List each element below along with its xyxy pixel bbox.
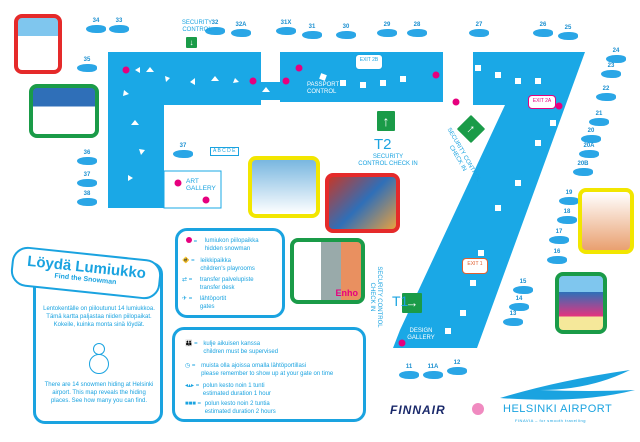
gate: 30 [333,24,359,39]
passport-control-label: PASSPORT CONTROL [307,82,340,95]
t1-label: T1 [392,293,409,309]
t2-security-label: SECURITY CONTROL CHECK IN [358,154,418,167]
drawing-signature: Enho [335,288,359,298]
gate: 12 [444,360,470,375]
gate: 26 [530,22,556,37]
gate: 33 [106,18,132,33]
right-arrow-icon: → [402,293,422,313]
gate: 37 [170,143,196,158]
abc-banner: A B C D E [210,147,239,156]
tagline: FINAVIA – for smooth travelling [515,418,587,423]
gate: 20A [576,143,602,158]
gate: 15 [510,279,536,294]
gate: 34 [83,18,109,33]
gate: 28 [404,22,430,37]
child-drawing-snowman [555,272,607,334]
intro-fi: Lentokentälle on piiloutunut 14 lumiukko… [43,306,155,328]
hidden-snowman-icon [186,237,192,243]
gate: 31X [273,20,299,35]
gate: 21 [586,111,612,126]
child-drawing-snowman [248,156,320,218]
up-arrow-icon: ↑ [377,111,395,131]
gate: 32A [228,22,254,37]
gate: 25 [555,25,581,40]
square-path-icon: ■■■ [185,401,196,407]
gate: 22 [593,86,619,101]
child-drawing-snowman [578,188,634,254]
gate: 29 [374,22,400,37]
gate: 16 [544,249,570,264]
gate-icon: ✈ [182,296,188,302]
gate: 20 [578,128,604,143]
intro-en: There are 14 snowmen hiding at Helsinki … [44,382,154,404]
transfer-desk-icon: ⇄ [182,277,188,283]
playroom-icon: 🚸 [182,258,190,264]
hidden-snowman-markers [122,64,563,347]
gate: 20B [570,161,596,176]
child-drawing-snowman: Enho [290,238,365,304]
child-drawing-snowman [14,14,62,74]
gate: 11A [420,364,446,379]
child-drawing-snowman [29,84,99,138]
legend-item: ◷ = muista olla ajoissa omalla lähtöport… [185,363,334,377]
supervision-icon: 👪 [185,341,193,347]
pink-badge-icon [472,403,484,415]
gate: 35 [74,57,100,72]
gate: 32 [202,20,228,35]
gate: 24 [603,48,629,63]
gate: 31 [299,24,325,39]
info-panel: Löydä Lumiukko Find the Snowman Lentoken… [9,245,163,424]
child-drawing-snowman [325,173,400,233]
design-gallery-label: DESIGN GALLERY [407,328,435,341]
gate: 37 [74,172,100,187]
security-control-label: SECURITY CONTROL [181,20,213,33]
t2-label: T2 [374,136,392,153]
gate: 38 [74,191,100,206]
gate: 23 [598,63,624,78]
art-gallery-label: ART GALLERY [186,178,216,192]
exit-1: EXIT 1 [462,258,488,274]
helsinki-airport-logo: HELSINKI AIRPORT [503,403,613,415]
gate: 36 [74,150,100,165]
finnair-logo: FINNAIR [390,403,446,417]
snowman-icon [88,343,110,377]
triangle-path-icon: ◂▴▸ [185,383,195,389]
airport-swoosh-logo [500,370,635,400]
gate: 17 [546,229,572,244]
gate: 18 [554,209,580,224]
gate: 14 [506,296,532,311]
gate: 27 [466,22,492,37]
gate: 13 [500,311,526,326]
gate: 11 [396,364,422,379]
t1-side-label: SECURITY CONTROL CHECK IN [369,266,382,328]
exit-2a: EXIT 2A [528,95,556,109]
gate: 19 [556,190,582,205]
clock-icon: ◷ [185,363,191,369]
book-swap-label: BOOK SWAP [450,83,468,96]
exit-2b: EXIT 2B [355,54,383,70]
down-arrow-icon: ↓ [186,37,197,48]
